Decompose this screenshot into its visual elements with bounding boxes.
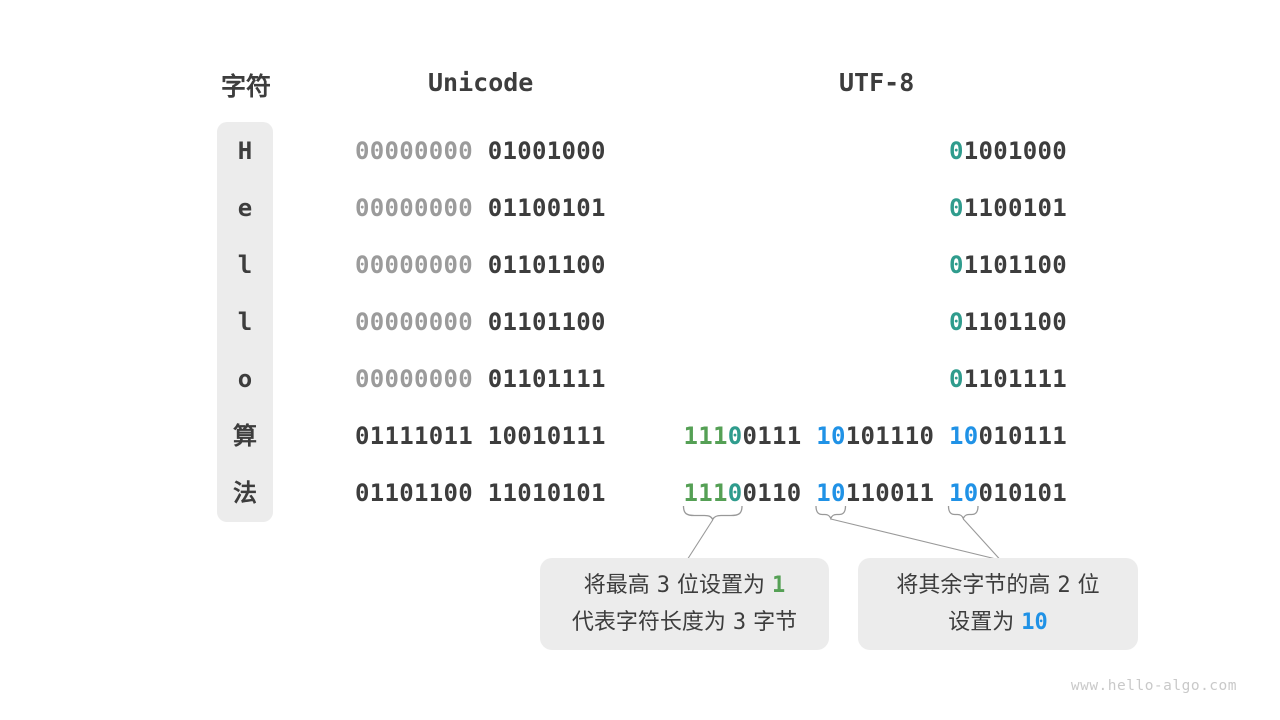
column-header-utf8: UTF-8: [839, 68, 915, 97]
segment-gray: 00000000: [355, 365, 488, 393]
column-header-character: 字符: [221, 72, 272, 101]
segment-dark: 1101100: [963, 251, 1067, 279]
segment-gray: 00000000: [355, 194, 488, 222]
segment-teal: 0: [949, 137, 964, 165]
segment-num: 3: [732, 610, 747, 635]
segment-gray: 00000000: [355, 251, 488, 279]
segment-teal: 0: [949, 365, 964, 393]
segment-dark: 01101111: [487, 365, 606, 393]
utf8-binary: 01100101: [949, 194, 1067, 222]
segment-blue: 10: [949, 479, 979, 507]
segment-blue: 10: [816, 479, 846, 507]
segment-num: 3: [656, 573, 670, 598]
callout-text-line: 设置为 10: [948, 604, 1048, 641]
segment-blue: 10: [816, 422, 846, 450]
segment-dark: 110011: [845, 479, 949, 507]
segment-dark: 0110: [742, 479, 817, 507]
segment-plain: 字节: [746, 610, 798, 635]
utf8-binary: 01101100: [949, 251, 1067, 279]
utf8-binary: 11100110 10110011 10010101: [684, 479, 1068, 507]
watermark: www.hello-algo.com: [1070, 678, 1237, 694]
segment-dark: 01100101: [487, 194, 606, 222]
callout-continuation-bits-rule: 将其余字节的高 2 位设置为 10: [858, 558, 1138, 650]
segment-dark: 010111: [978, 422, 1067, 450]
segment-teal: 0: [727, 422, 743, 450]
segment-blue: 10: [949, 422, 979, 450]
character-label: 算: [233, 422, 257, 450]
segment-dark: 1100101: [963, 194, 1067, 222]
unicode-binary: 00000000 01101100: [355, 251, 606, 279]
unicode-binary: 00000000 01001000: [355, 137, 606, 165]
utf8-binary: 11100111 10101110 10010111: [684, 422, 1068, 450]
character-label: 法: [233, 479, 257, 507]
segment-teal: 0: [949, 194, 964, 222]
character-label: o: [237, 365, 253, 393]
segment-gray: 00000000: [355, 308, 488, 336]
segment-plain: 代表字符长度为: [571, 610, 733, 635]
segment-plain: 位设置为: [670, 573, 772, 598]
segment-dark: 0111: [742, 422, 817, 450]
segment-green: 111: [683, 479, 728, 507]
segment-teal: 0: [949, 251, 964, 279]
segment-dark: 101110: [845, 422, 949, 450]
segment-dark: 01001000: [487, 137, 606, 165]
callout-text-line: 将其余字节的高 2 位: [896, 567, 1099, 604]
segment-dark: 01101100 11010101: [355, 479, 606, 507]
segment-plain: 位: [1070, 573, 1100, 598]
segment-plain: 将最高: [583, 573, 657, 598]
character-label: l: [237, 308, 253, 336]
unicode-binary: 00000000 01100101: [355, 194, 606, 222]
segment-dark: 010101: [978, 479, 1067, 507]
segment-dark: 01101100: [487, 308, 606, 336]
utf8-binary: 01101100: [949, 308, 1067, 336]
segment-dark: 01111011 10010111: [355, 422, 606, 450]
segment-dark: 1101100: [963, 308, 1067, 336]
character-label: l: [237, 251, 253, 279]
column-header-unicode: Unicode: [428, 68, 534, 97]
segment-teal: 0: [949, 308, 964, 336]
utf8-binary: 01001000: [949, 137, 1067, 165]
unicode-binary: 01111011 10010111: [355, 422, 606, 450]
callout-text-line: 将最高 3 位设置为 1: [584, 567, 786, 604]
character-column-background: [217, 122, 273, 522]
segment-num: 2: [1057, 573, 1071, 598]
unicode-binary: 00000000 01101111: [355, 365, 606, 393]
segment-plain: 设置为: [948, 610, 1022, 635]
segment-blue: 10: [1021, 610, 1048, 635]
segment-teal: 0: [727, 479, 743, 507]
character-label: e: [237, 194, 253, 222]
segment-dark: 1101111: [963, 365, 1067, 393]
callout-text-line: 代表字符长度为 3 字节: [572, 604, 797, 641]
segment-dark: 01101100: [487, 251, 606, 279]
character-label: H: [237, 137, 253, 165]
segment-plain: 将其余字节的高: [896, 573, 1058, 598]
segment-gray: 00000000: [355, 137, 488, 165]
segment-green: 111: [683, 422, 728, 450]
unicode-binary: 01101100 11010101: [355, 479, 606, 507]
unicode-binary: 00000000 01101100: [355, 308, 606, 336]
utf8-binary: 01101111: [949, 365, 1067, 393]
segment-dark: 1001000: [963, 137, 1067, 165]
segment-green: 1: [772, 573, 786, 598]
